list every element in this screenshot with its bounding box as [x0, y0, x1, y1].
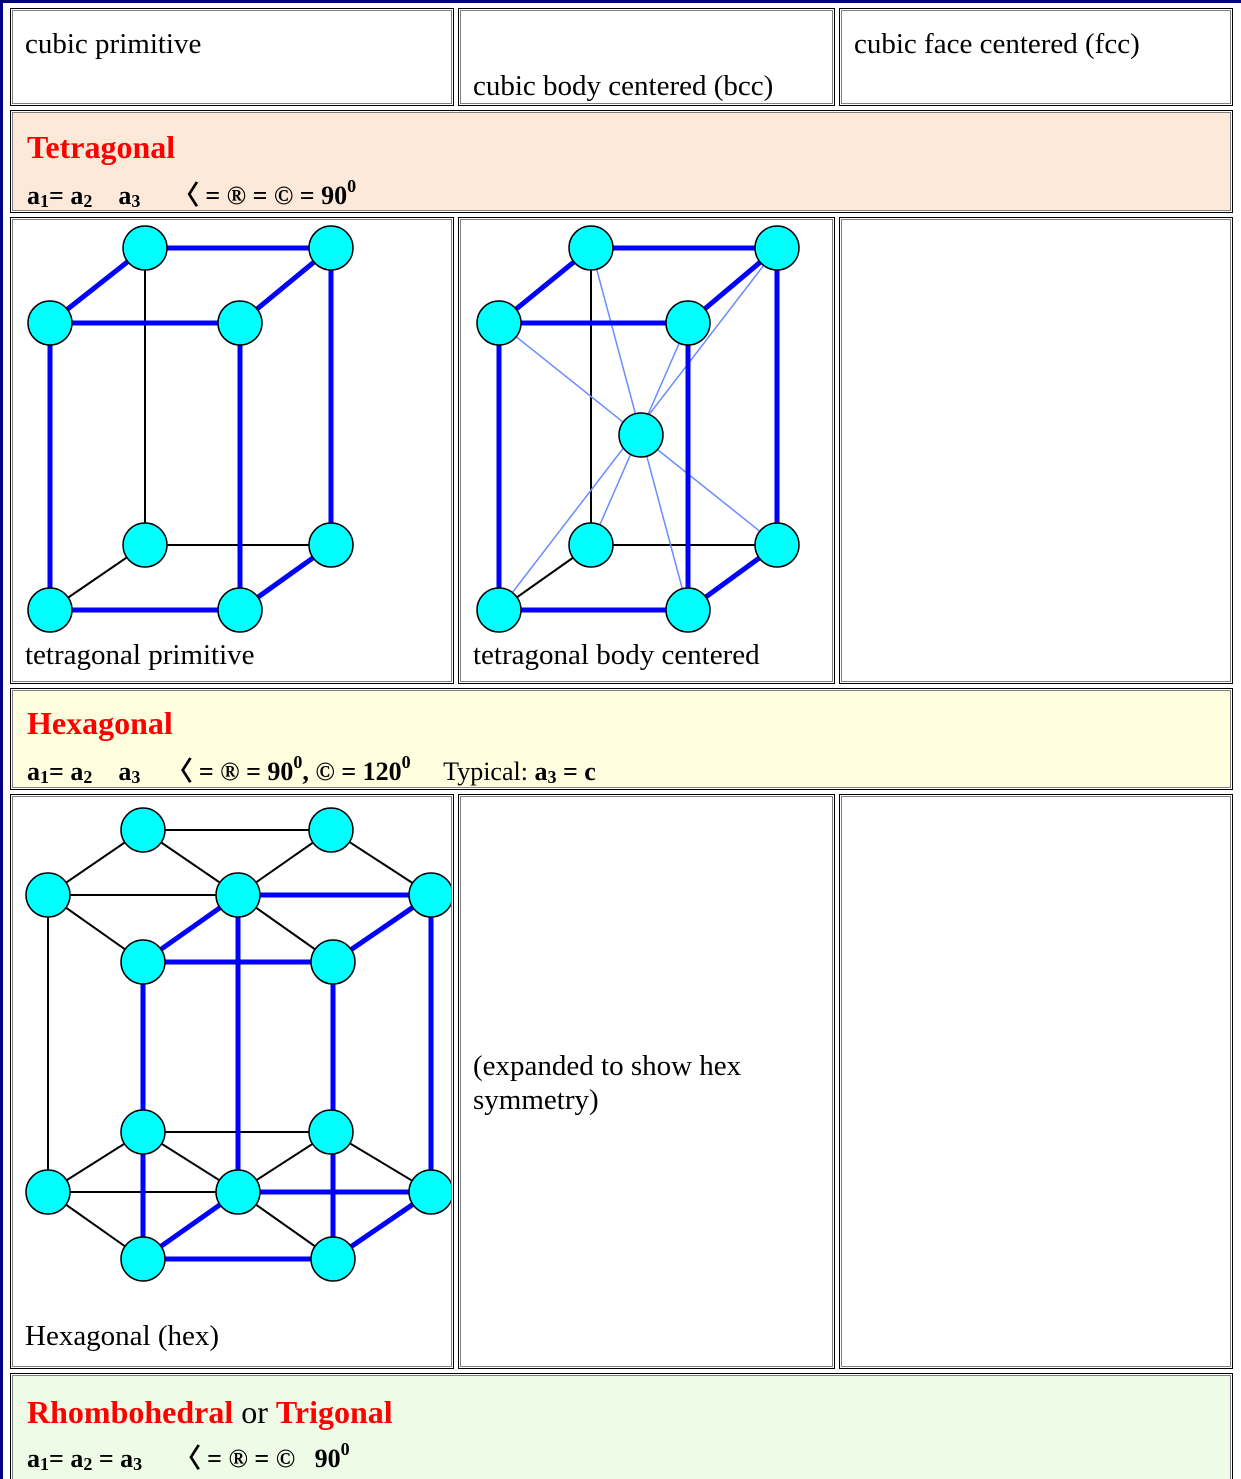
tetragonal-title: Tetragonal [27, 129, 176, 165]
cubic-primitive-label: cubic primitive [25, 28, 202, 60]
rhombohedral-title-a: Rhombohedral [27, 1394, 234, 1430]
cubic-fcc-cell: cubic face centered (fcc) [839, 8, 1233, 106]
atom [476, 587, 522, 633]
atom [618, 412, 664, 458]
hexagonal-title: Hexagonal [27, 705, 173, 741]
atom [754, 225, 800, 271]
atom [120, 1236, 166, 1282]
tetragonal-header: Tetragonal a1= a2 a3 〈 = ® = © = 900 [10, 110, 1233, 213]
cubic-bcc-label: cubic body centered (bcc) [473, 70, 774, 102]
cubic-primitive-cell: cubic primitive [10, 8, 454, 106]
tetragonal-bc-label: tetragonal body centered [473, 639, 760, 671]
tetragonal-bc-cell: tetragonal body centered [458, 217, 835, 684]
hexagonal-header: Hexagonal a1= a2 a3 〈 = ® = 900, © = 120… [10, 688, 1233, 790]
atom [122, 522, 168, 568]
atom [215, 872, 261, 918]
tetragonal-params: a1= a2 a3 〈 = ® = © = 900 [27, 176, 357, 211]
atom [665, 300, 711, 346]
atom [308, 1109, 354, 1155]
atom [408, 1169, 451, 1215]
hexagonal-label: Hexagonal (hex) [25, 1320, 220, 1352]
atom [568, 522, 614, 568]
atom [308, 807, 354, 853]
tetragonal-bc-diagram [476, 225, 800, 633]
atom [310, 939, 356, 985]
atom [27, 300, 73, 346]
atom [120, 1109, 166, 1155]
atom [568, 225, 614, 271]
rhombohedral-title-b: Trigonal [275, 1394, 393, 1430]
cubic-fcc-label: cubic face centered (fcc) [854, 28, 1140, 60]
tetragonal-primitive-diagram [27, 225, 354, 633]
hexagonal-expanded-note: (expanded to show hex symmetry) [473, 1050, 742, 1116]
rhombohedral-params: a1= a2 = a3 〈 = ® = © 900 [27, 1439, 350, 1474]
atom [120, 939, 166, 985]
tetragonal-primitive-cell: tetragonal primitive [10, 217, 454, 684]
hexagonal-cell: Hexagonal (hex) [10, 794, 454, 1369]
tetragonal-primitive-label: tetragonal primitive [25, 639, 255, 671]
hexagonal-diagram [25, 807, 451, 1282]
atom [476, 300, 522, 346]
atom [308, 522, 354, 568]
atom [215, 1169, 261, 1215]
atom [122, 225, 168, 271]
atom [217, 300, 263, 346]
atom [754, 522, 800, 568]
atom [217, 587, 263, 633]
atom [310, 1236, 356, 1282]
atom [25, 872, 71, 918]
hexagonal-params: a1= a2 a3 〈 = ® = 900, © = 1200 Typical:… [27, 752, 596, 787]
atom [408, 872, 451, 918]
rhombohedral-header: Rhombohedral or Trigonal a1= a2 = a3 〈 =… [10, 1373, 1233, 1479]
cubic-bcc-cell: cubic body centered (bcc) [458, 8, 835, 106]
atom [665, 587, 711, 633]
atom [120, 807, 166, 853]
atom [27, 587, 73, 633]
tetragonal-empty-cell [839, 217, 1233, 684]
hexagonal-empty-cell [839, 794, 1233, 1369]
rhombohedral-or: or [233, 1394, 276, 1430]
rhombohedral-title: Rhombohedral or Trigonal [27, 1394, 393, 1430]
atom [308, 225, 354, 271]
atom [25, 1169, 71, 1215]
hexagonal-note-cell: (expanded to show hex symmetry) [458, 794, 835, 1369]
